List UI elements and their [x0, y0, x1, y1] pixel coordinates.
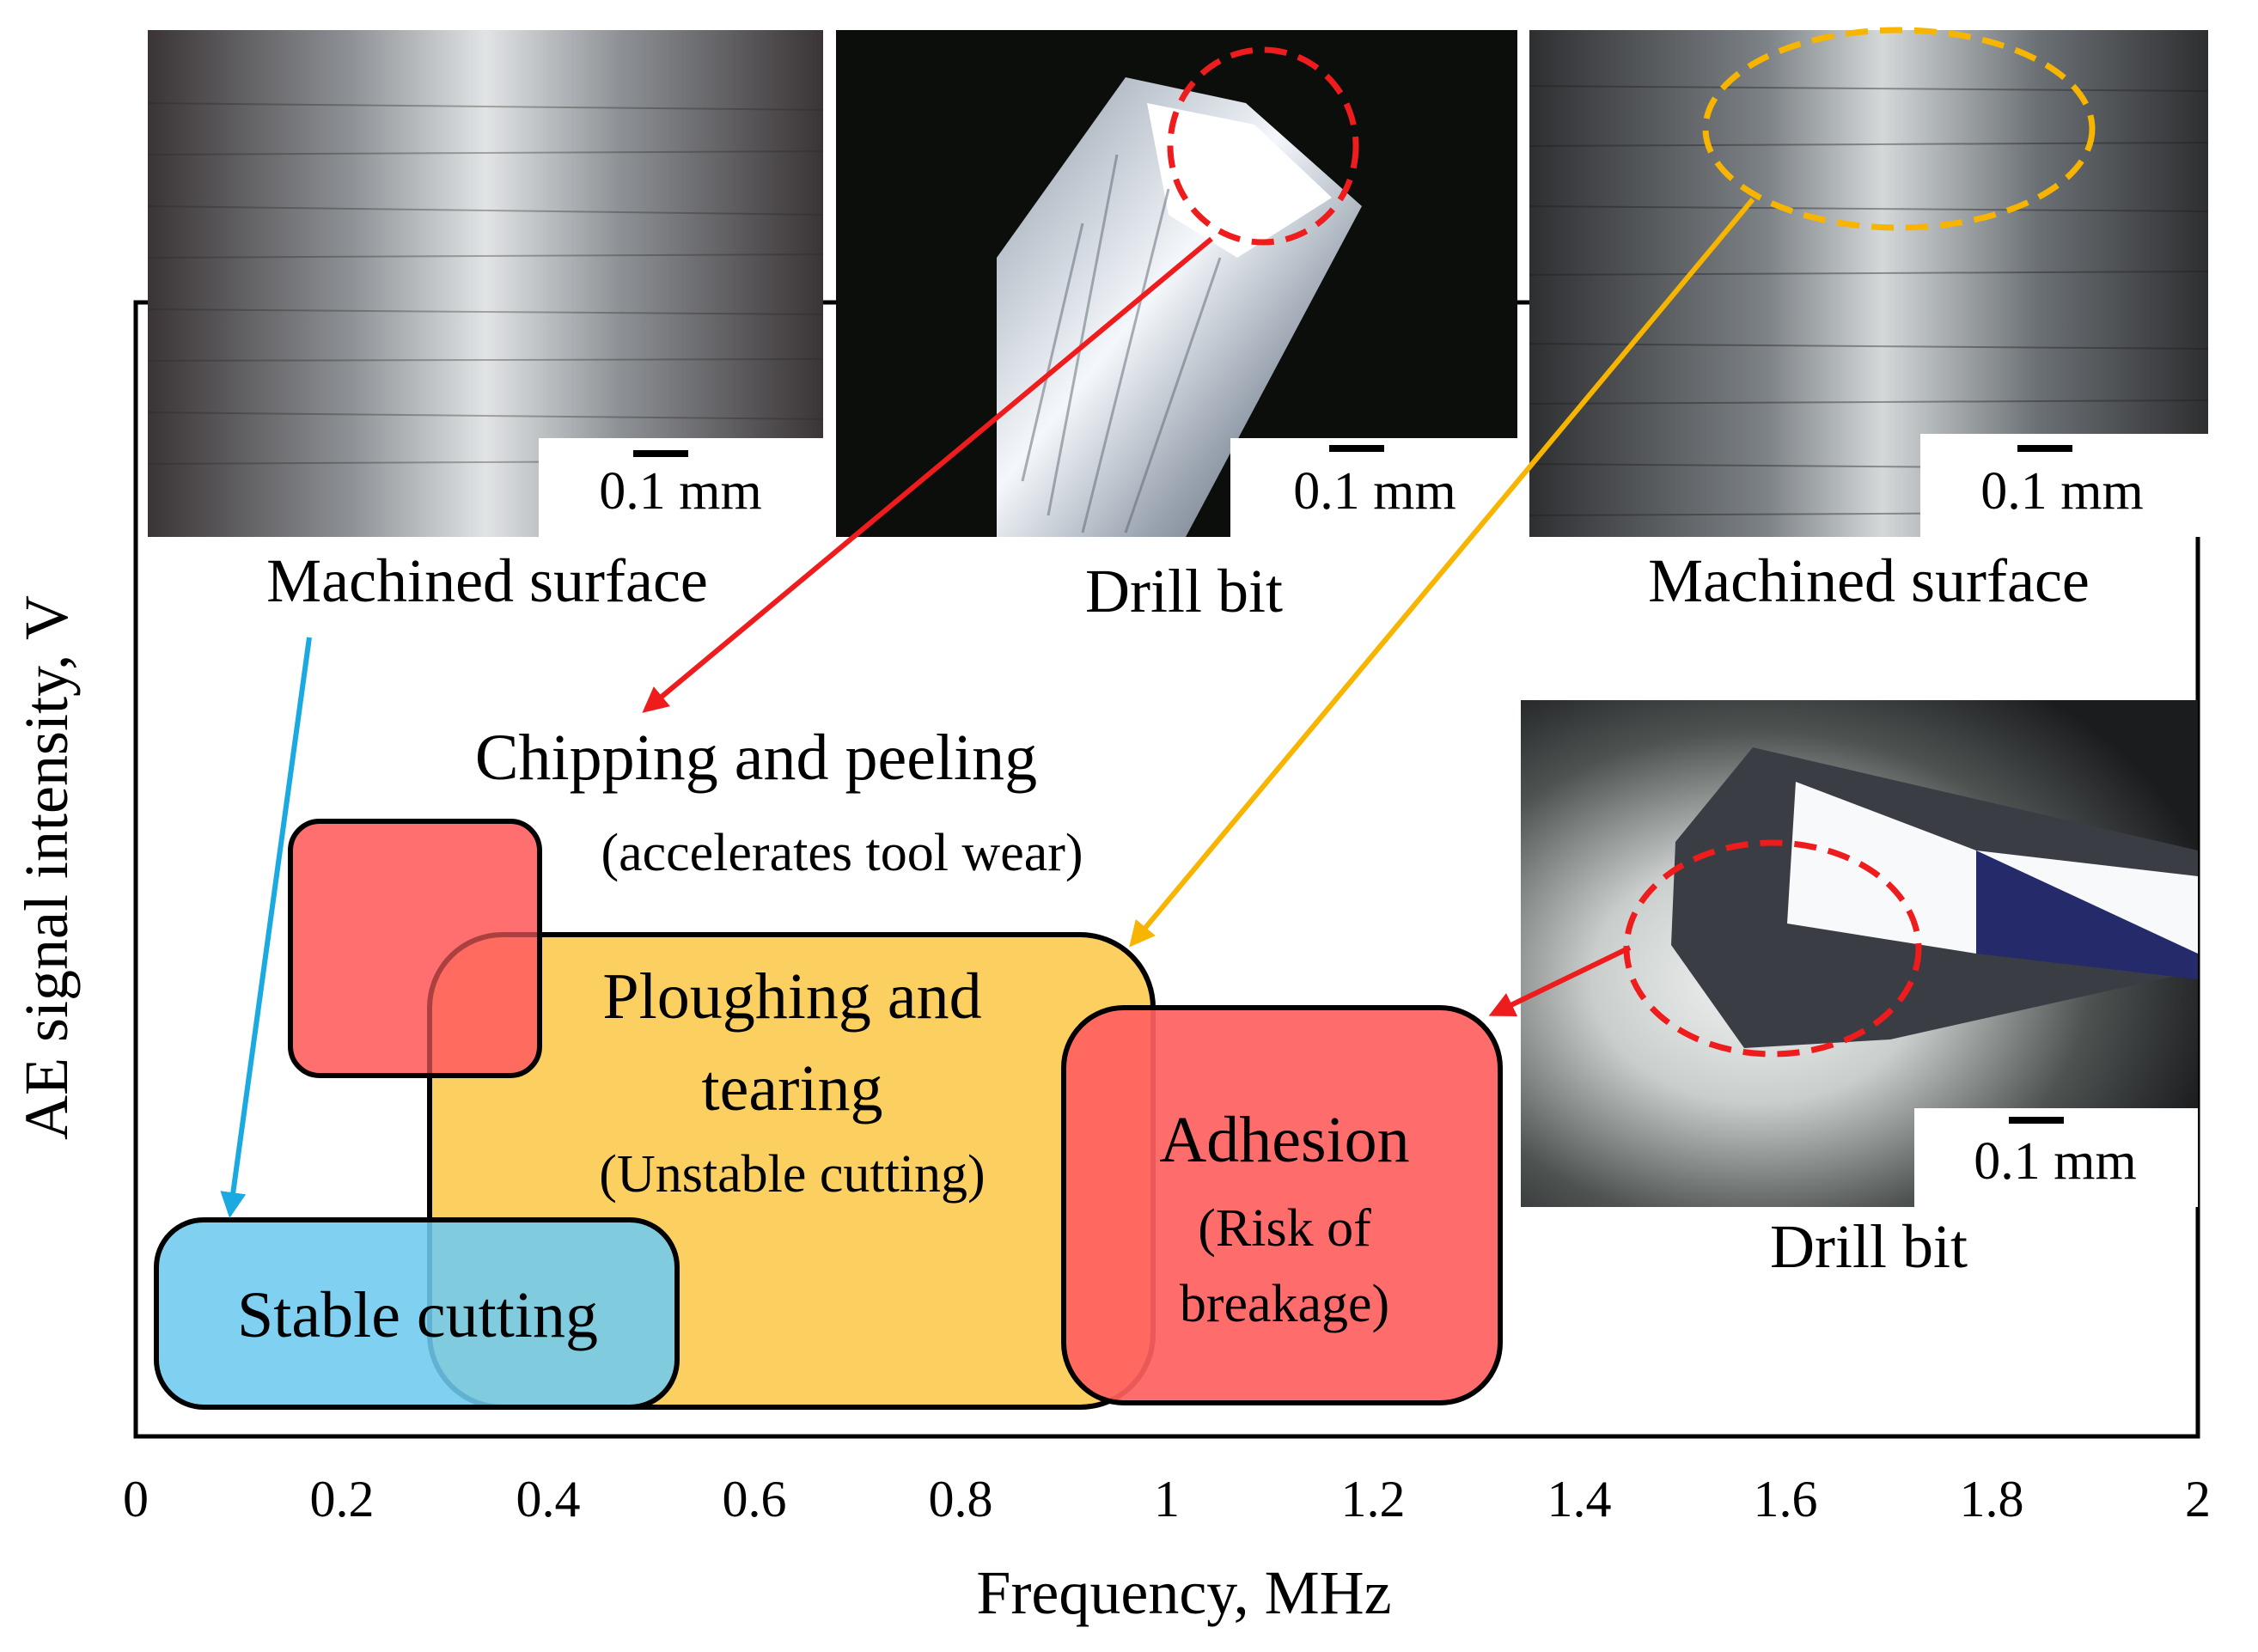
micrograph-drill-bit-1: 0.1 mm [836, 30, 1517, 537]
x-tick-label: 0.4 [516, 1471, 581, 1527]
y-axis-label: AE signal intensity, V [12, 595, 81, 1140]
arrow-red-to-adhesion [1488, 945, 1632, 1017]
label-chipping-and-peeling: Chipping and peeling [475, 722, 1037, 794]
scale-bar [633, 450, 688, 457]
scale-box [1914, 1108, 2198, 1207]
region-chipping-and-peeling [288, 819, 542, 1078]
micrograph-drill-bit-2: 0.1 mm [1521, 700, 2198, 1207]
caption-machined-surface-1: Machined surface [266, 546, 708, 615]
label-adhesion-note-line1: (Risk of [1198, 1199, 1371, 1258]
x-tick-labels: 0 0.2 0.4 0.6 0.8 1 1.2 1.4 1.6 1.8 2 [123, 1471, 2211, 1527]
x-axis-label: Frequency, MHz [976, 1558, 1391, 1627]
highlight-circle-orange [1702, 27, 2096, 231]
micrograph-surface-1: 0.1 mm [147, 30, 824, 537]
x-tick-label: 2 [2185, 1471, 2211, 1527]
scale-label: 0.1 mm [1974, 1132, 2136, 1191]
x-tick-label: 1 [1154, 1471, 1180, 1527]
scale-label: 0.1 mm [1980, 462, 2143, 521]
region-adhesion [1061, 1005, 1503, 1405]
label-ploughing-note: (Unstable cutting) [599, 1145, 985, 1204]
region-stable-cutting [154, 1217, 680, 1410]
label-adhesion: Adhesion [1159, 1104, 1409, 1176]
x-tick-label: 1.4 [1547, 1471, 1612, 1527]
scale-bar [2009, 1117, 2064, 1124]
caption-drill-bit-1: Drill bit [1085, 557, 1283, 625]
scale-label: 0.1 mm [599, 462, 761, 521]
label-stable-cutting: Stable cutting [237, 1279, 598, 1351]
label-ploughing-line2: tearing [701, 1052, 882, 1125]
micrograph-surface-2: 0.1 mm [1529, 30, 2209, 537]
x-tick-label: 0 [123, 1471, 149, 1527]
x-tick-label: 0.8 [929, 1471, 993, 1527]
scale-bar [2017, 445, 2072, 452]
arrow-red-to-chipping [642, 236, 1213, 713]
x-tick-label: 1.6 [1754, 1471, 1818, 1527]
caption-drill-bit-2: Drill bit [1770, 1212, 1968, 1281]
x-tick-label: 0.2 [310, 1471, 375, 1527]
x-tick-label: 1.8 [1960, 1471, 2024, 1527]
x-tick-label: 1.2 [1341, 1471, 1406, 1527]
scale-box [1230, 438, 1517, 537]
caption-machined-surface-2: Machined surface [1648, 546, 2090, 615]
x-tick-label: 0.6 [723, 1471, 787, 1527]
arrow-orange-to-ploughing [1129, 198, 1755, 948]
highlight-circle-red-top [1167, 46, 1359, 246]
scale-label: 0.1 mm [1293, 462, 1455, 521]
arrow-blue-to-stable [220, 637, 312, 1218]
label-chipping-note: (accelerates tool wear) [601, 824, 1083, 882]
label-ploughing-line1: Ploughing and [602, 960, 981, 1033]
scale-bar [1329, 445, 1384, 452]
label-adhesion-note-line2: breakage) [1180, 1275, 1389, 1333]
